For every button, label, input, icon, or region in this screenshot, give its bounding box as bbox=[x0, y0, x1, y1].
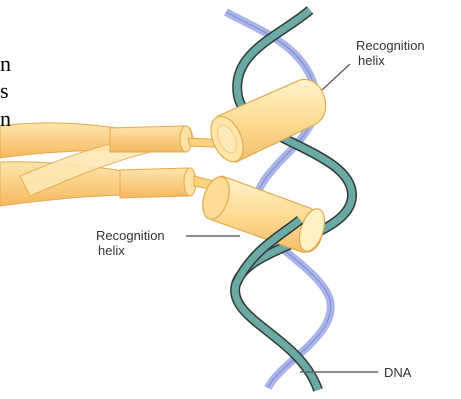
leader-line-top bbox=[322, 64, 350, 90]
cropped-text-fragment: n bbox=[0, 107, 11, 131]
label-line: Recognition bbox=[96, 228, 165, 243]
label-line: helix bbox=[96, 243, 165, 258]
label-recognition-helix-left: Recognition helix bbox=[96, 228, 165, 258]
label-line: helix bbox=[356, 53, 425, 68]
label-dna: DNA bbox=[384, 365, 411, 380]
label-recognition-helix-top: Recognition helix bbox=[356, 38, 425, 68]
cropped-text-fragment: n bbox=[0, 52, 11, 76]
cropped-text-fragment: s bbox=[0, 79, 9, 103]
protein-arms bbox=[0, 123, 232, 206]
label-line: Recognition bbox=[356, 38, 425, 53]
